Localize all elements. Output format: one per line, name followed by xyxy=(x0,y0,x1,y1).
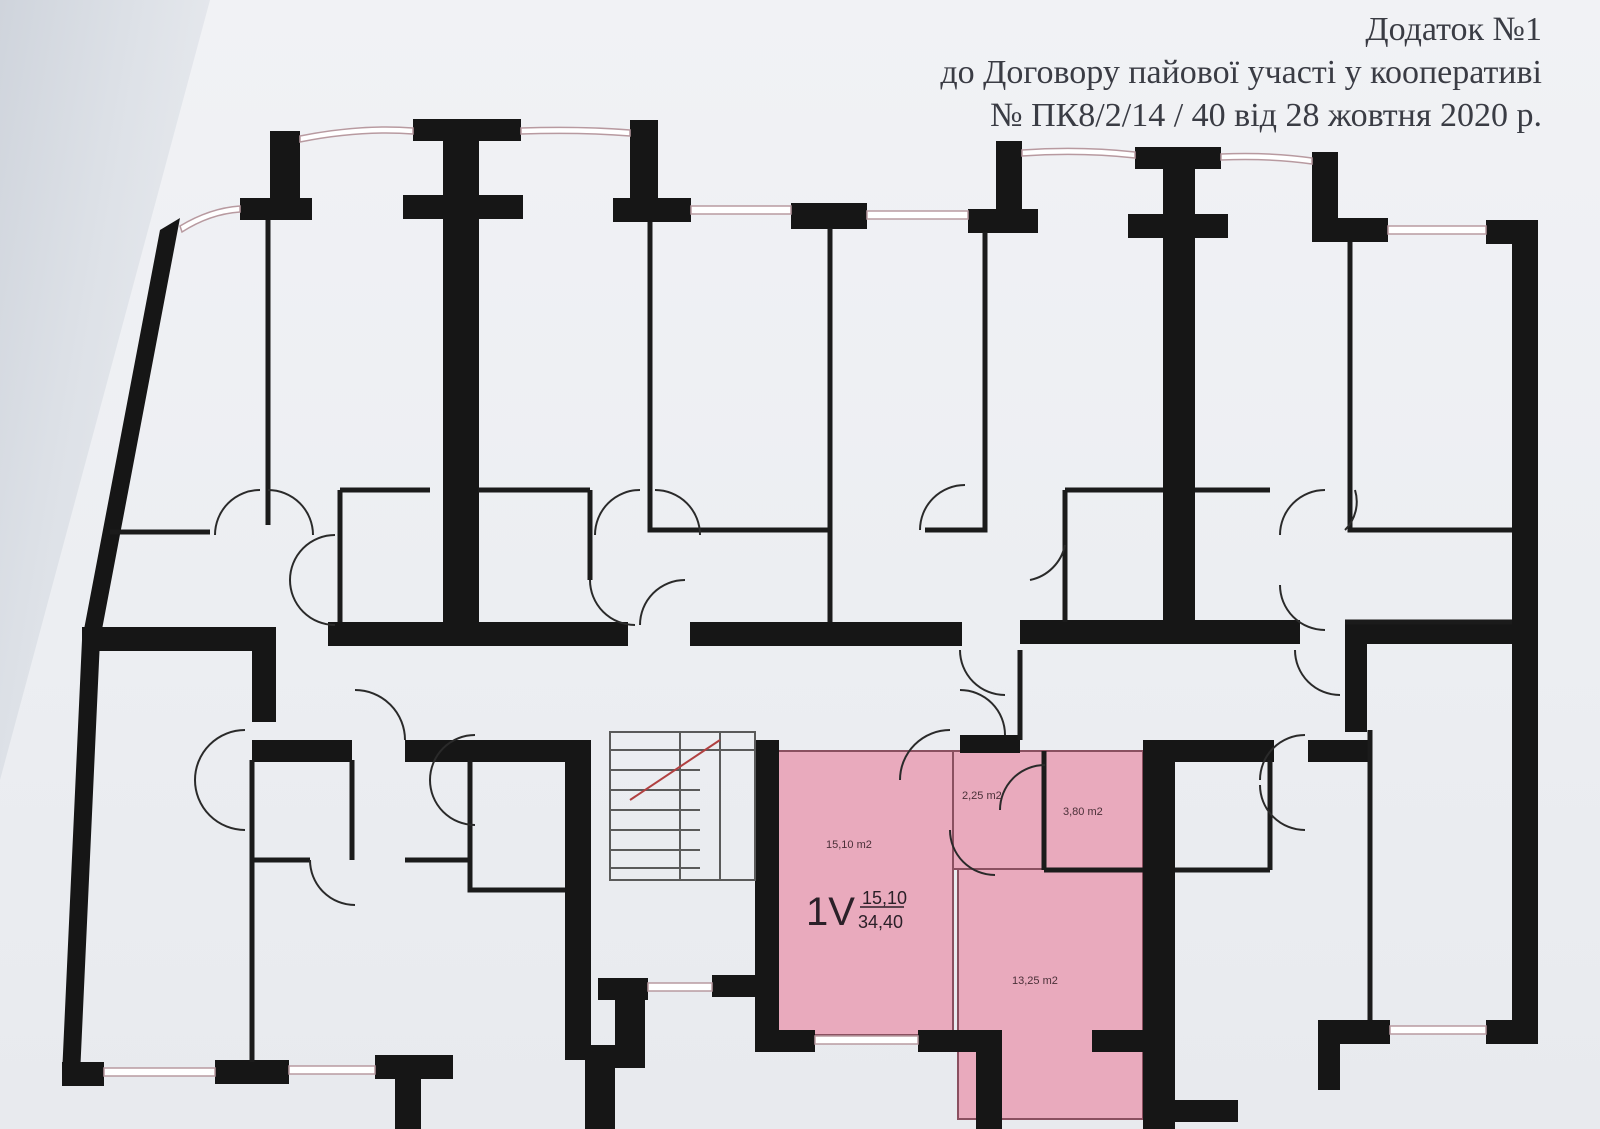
windows xyxy=(103,126,1487,1077)
caption-line-2: до Договору пайової участі у кооперативі xyxy=(940,54,1542,91)
partitions xyxy=(110,220,1512,1062)
apartment-labels: 15,10 m2 2,25 m2 3,80 m2 13,25 m2 1V 15,… xyxy=(806,790,1103,987)
interior-walls xyxy=(252,620,1515,1060)
door-swings xyxy=(194,484,1358,906)
living-room xyxy=(776,750,954,1036)
living-room-area-label: 15,10 m2 xyxy=(826,839,872,851)
unit-code: 1V xyxy=(806,890,855,934)
kitchen-area-label: 13,25 m2 xyxy=(1012,975,1058,987)
bathroom-area-label: 3,80 m2 xyxy=(1063,806,1103,818)
outer-walls xyxy=(62,119,1538,1129)
document-caption: Додаток №1 до Договору пайової участі у … xyxy=(940,8,1542,137)
unit-total-area: 34,40 xyxy=(858,912,903,932)
hall-area-label: 2,25 m2 xyxy=(962,790,1002,802)
caption-line-1: Додаток №1 xyxy=(1365,11,1542,48)
unit-living-area: 15,10 xyxy=(862,888,907,908)
staircase xyxy=(609,731,756,881)
hall-bath-block xyxy=(952,750,1144,870)
caption-line-3: № ПК8/2/14 / 40 від 28 жовтня 2020 р. xyxy=(990,97,1542,134)
